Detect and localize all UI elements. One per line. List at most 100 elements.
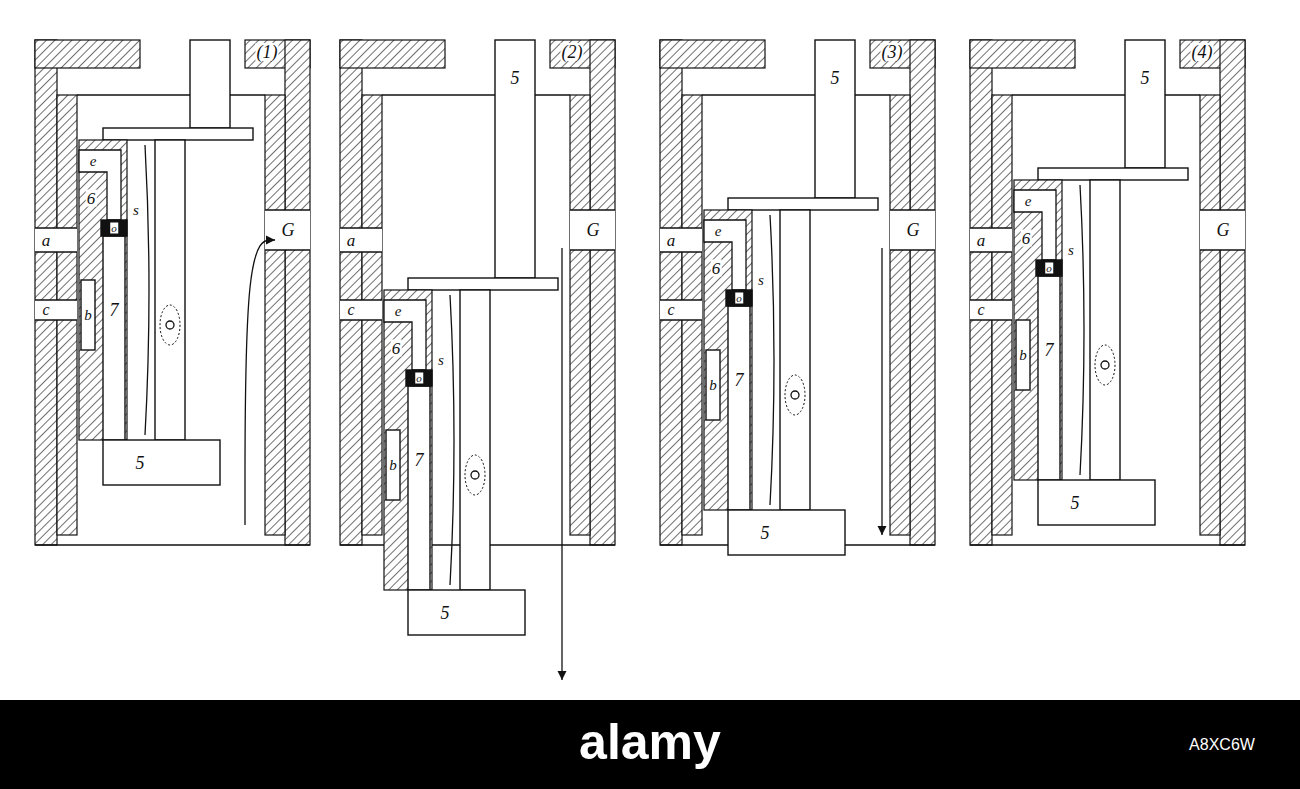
callout-label: 5 [1070, 494, 1081, 512]
valve-head [726, 290, 752, 306]
pin [166, 321, 174, 329]
hatched-wall [704, 210, 752, 510]
pin [1101, 361, 1109, 369]
extractor-arm [460, 290, 490, 590]
callout-label: o [735, 293, 743, 304]
callout-label: b [1018, 348, 1028, 363]
channel-edge [890, 249, 935, 250]
valve-head [1036, 260, 1062, 276]
breech-panel [970, 40, 1245, 545]
extractor-arm [780, 210, 810, 510]
extractor-rod [495, 40, 535, 278]
channel-edge [970, 299, 1012, 300]
base-block [1038, 480, 1155, 525]
callout-label: (1) [256, 43, 279, 61]
callout-label: c [976, 302, 985, 318]
port-channel [970, 300, 1012, 320]
port-channel [570, 210, 615, 250]
callout-label: 7 [1044, 341, 1055, 359]
bore-edge [1012, 94, 1200, 95]
callout-label: G [1216, 221, 1231, 239]
callout-label: a [666, 232, 677, 249]
top-bar [1038, 168, 1188, 180]
slot-outline [160, 305, 180, 345]
callout-label: 5 [440, 604, 451, 622]
hatched-wall [79, 140, 127, 440]
callout-label: 7 [109, 301, 120, 319]
channel-edge [35, 319, 77, 320]
recess-port [1016, 320, 1030, 390]
channel-edge [570, 249, 615, 250]
flow-arrow [561, 248, 562, 680]
callout-label: 6 [711, 260, 722, 277]
pin [791, 391, 799, 399]
callout-label: 6 [1021, 230, 1032, 247]
hatched-wall [660, 40, 765, 68]
valve-head [406, 370, 432, 386]
channel-edge [1200, 249, 1245, 250]
gas-channel [384, 300, 426, 370]
breech-lock [1014, 168, 1188, 525]
bore-edge [382, 94, 570, 95]
channel-edge [340, 227, 382, 228]
channel-edge [660, 299, 702, 300]
breech-panel [35, 40, 310, 545]
channel-edge [660, 251, 702, 252]
hatched-wall [340, 40, 362, 545]
callout-label: a [976, 232, 987, 249]
piston [728, 306, 750, 510]
pin [471, 471, 479, 479]
channel-edge [570, 209, 615, 210]
port-channel [265, 210, 310, 250]
flow-arrow [245, 240, 275, 525]
spring [145, 145, 149, 435]
port-channel [340, 300, 382, 320]
callout-label: s [132, 203, 140, 218]
port-channel [660, 228, 702, 252]
callout-label: b [388, 458, 398, 473]
channel-edge [265, 209, 310, 210]
port-channel [660, 300, 702, 320]
gas-channel [704, 220, 746, 290]
top-bar [408, 278, 558, 290]
callout-label: 7 [734, 371, 745, 389]
hatched-wall [1014, 180, 1062, 480]
spring [770, 215, 774, 505]
watermark-band [0, 700, 1300, 789]
bore-edge [77, 94, 265, 95]
extractor-rod [190, 40, 230, 128]
callout-label: o [110, 223, 118, 234]
channel-edge [970, 227, 1012, 228]
callout-label: c [346, 302, 355, 318]
recess-port [81, 280, 95, 350]
channel-edge [660, 319, 702, 320]
extractor-rod [1125, 40, 1165, 168]
callout-label: 6 [86, 190, 97, 207]
callout-label: e [714, 224, 723, 239]
hatched-wall [265, 95, 285, 535]
port-channel [890, 210, 935, 250]
channel-edge [890, 209, 935, 210]
hatched-wall [1220, 40, 1245, 545]
hatched-wall [384, 290, 432, 590]
recess-port [706, 350, 720, 420]
channel-edge [340, 299, 382, 300]
hatched-wall [340, 40, 445, 68]
port-channel [340, 228, 382, 252]
callout-label: (4) [1191, 43, 1214, 61]
flow-arrow [881, 248, 882, 535]
extractor-arm [1090, 180, 1120, 480]
channel-edge [35, 251, 77, 252]
hatched-wall [890, 95, 910, 535]
callout-label: s [757, 273, 765, 288]
port-channel [970, 228, 1012, 252]
gas-channel [1014, 190, 1056, 260]
spring [1080, 185, 1084, 475]
extractor-rod [815, 40, 855, 198]
callout-label: 5 [510, 69, 521, 87]
base-block [408, 590, 525, 635]
channel-edge [660, 227, 702, 228]
hatched-wall [570, 95, 590, 535]
hatched-wall [285, 40, 310, 545]
